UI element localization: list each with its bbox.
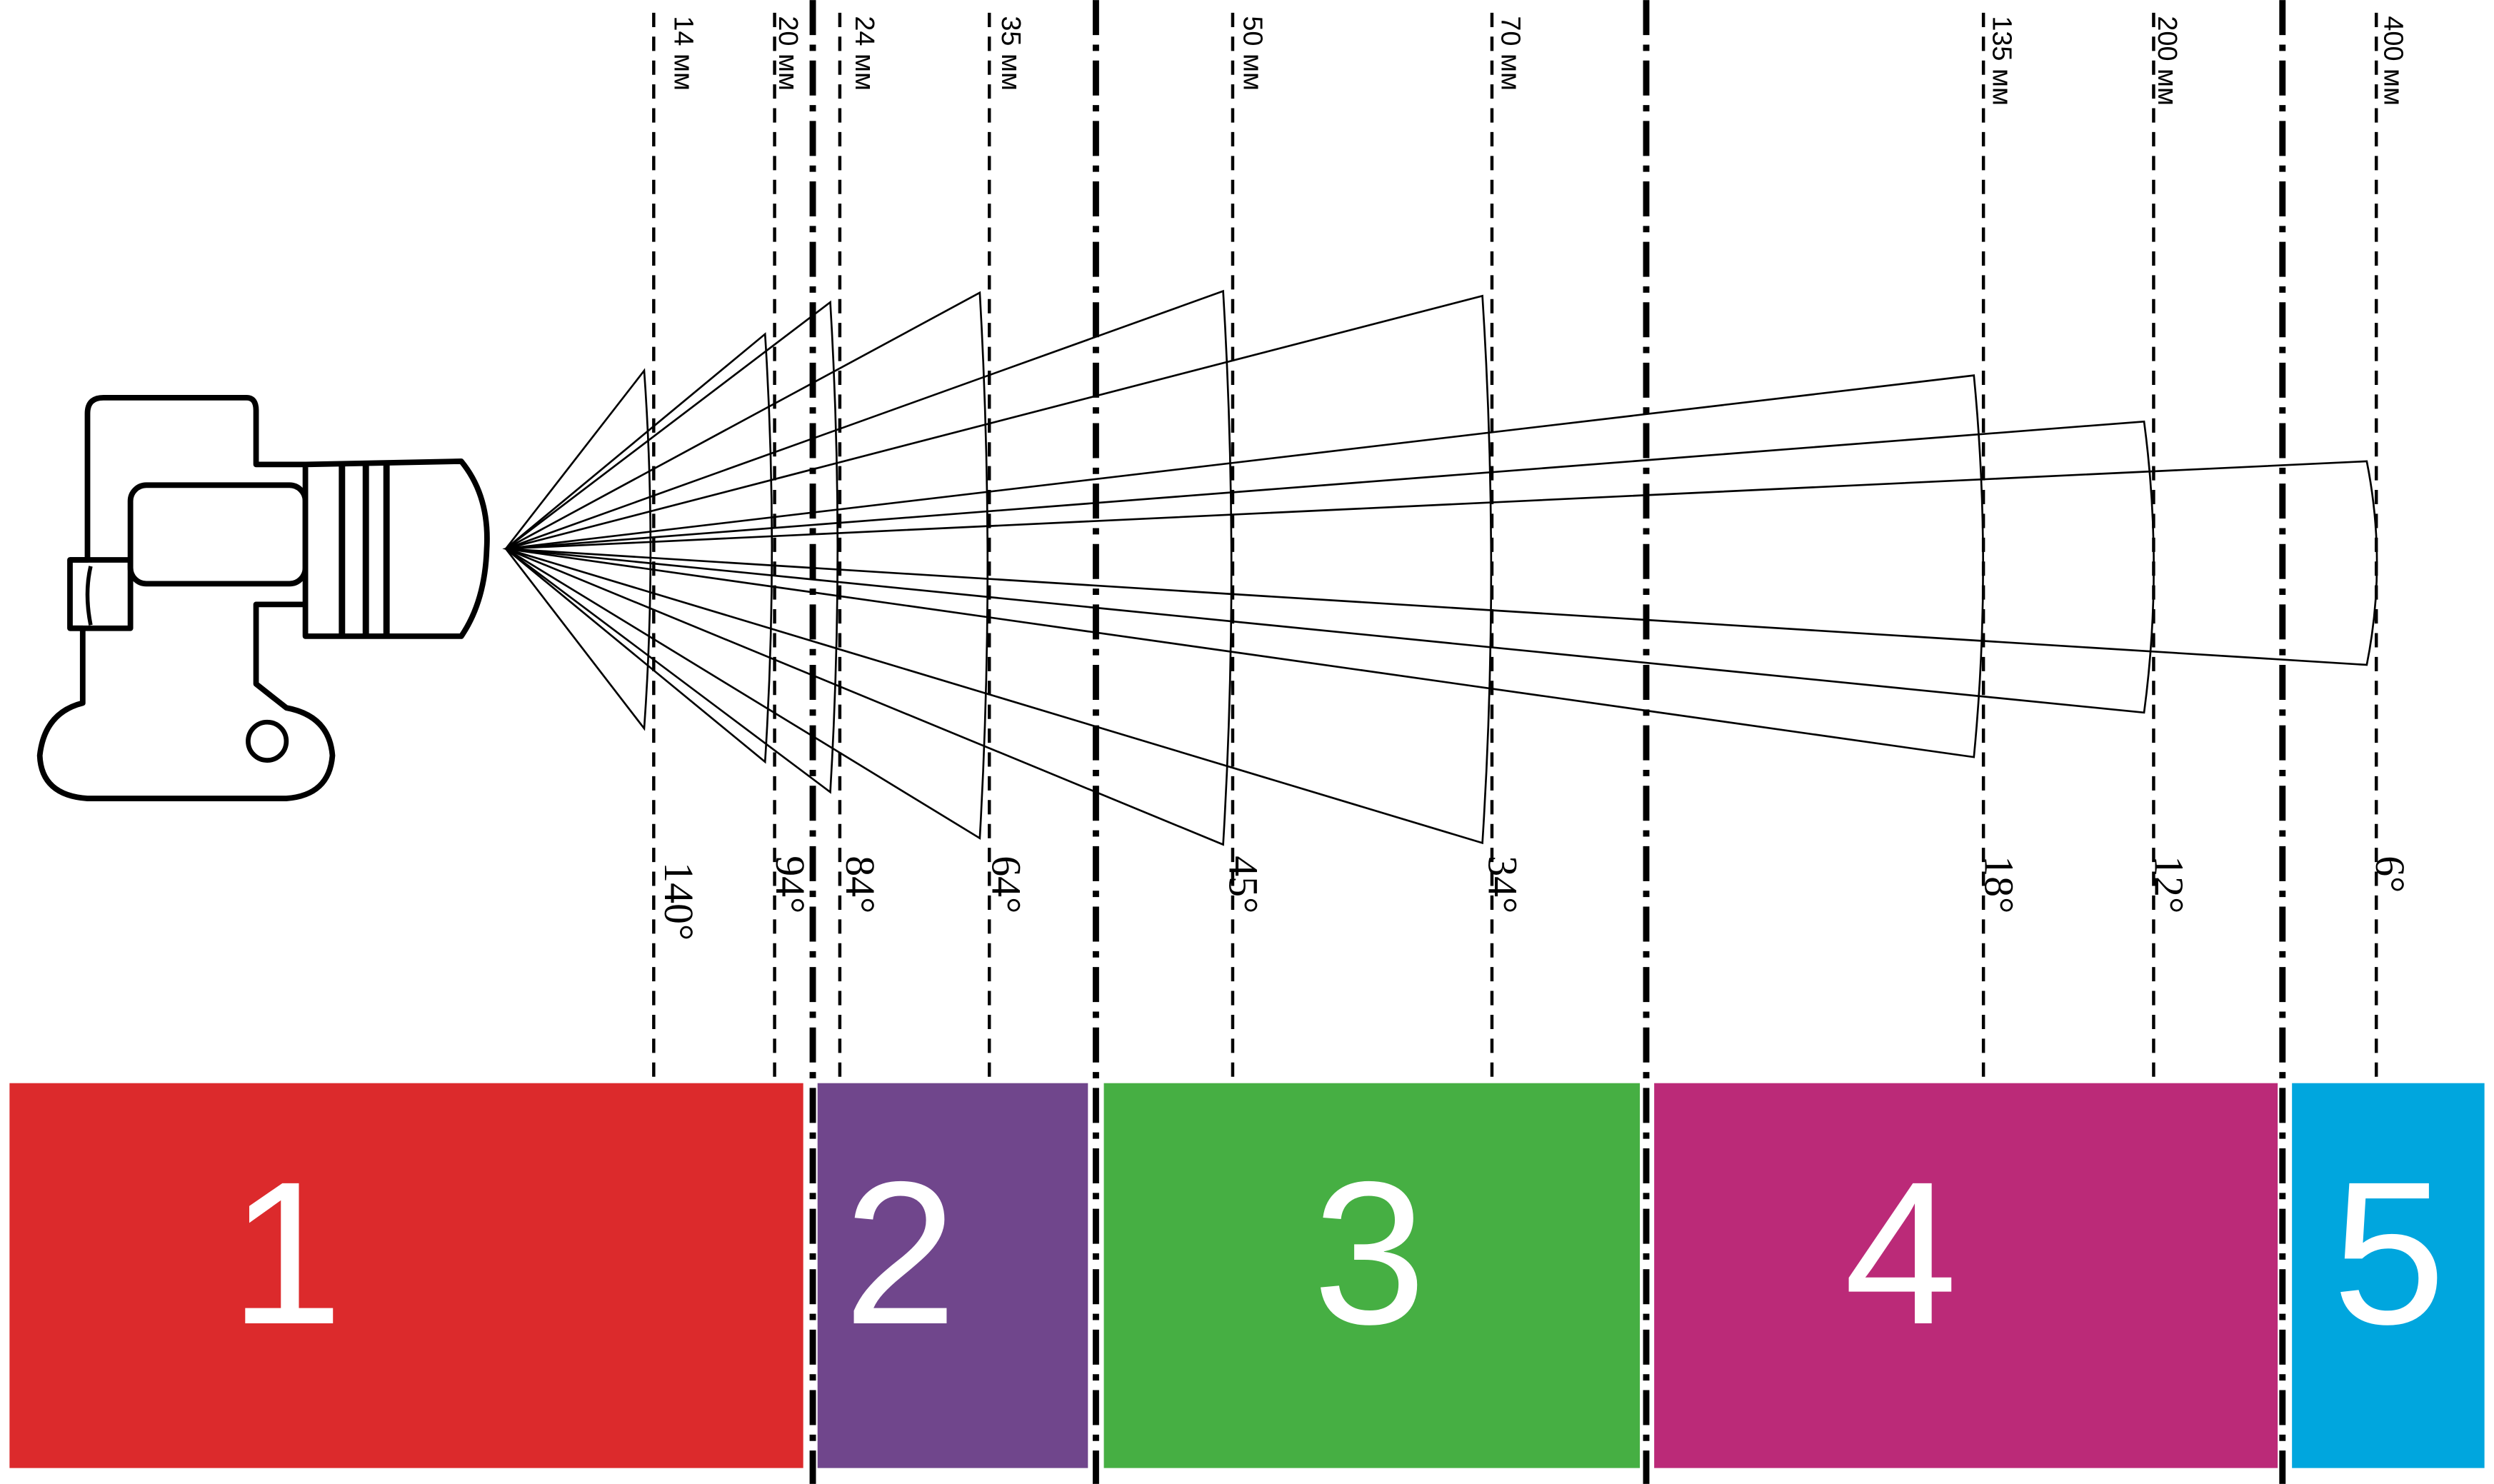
angle-label-8: 12° — [2146, 856, 2193, 913]
focal-lines — [652, 12, 2378, 1079]
focal-label-6: 70 мм — [1495, 16, 1525, 91]
focal-label-7: 135 мм — [1986, 16, 2016, 106]
angle-label-5: 45° — [1221, 856, 1267, 913]
camera-icon — [36, 394, 490, 801]
focal-label-9: 400 мм — [2378, 16, 2408, 106]
angle-label-2: 94° — [767, 856, 813, 913]
angle-label-9: 6° — [2367, 856, 2413, 893]
focal-label-3: 24 мм — [849, 16, 879, 91]
angle-label-6: 34° — [1480, 856, 1526, 913]
focal-label-1: 14 мм — [668, 16, 698, 91]
focal-label-2: 20 мм — [773, 16, 803, 91]
focal-label-8: 200 мм — [2152, 16, 2182, 106]
view-cone-6 — [502, 294, 1493, 845]
zone-3-label: 3 — [1313, 1140, 1426, 1367]
zone-2-label: 2 — [843, 1140, 957, 1367]
angle-label-1: 140° — [656, 862, 702, 941]
angle-label-7: 18° — [1975, 856, 2022, 913]
view-cones — [502, 289, 2378, 846]
angle-of-view-labels: 140° 94° 84° 64° 45° 34° 18° 12° 6° — [656, 856, 2413, 941]
zone-5-label: 5 — [2333, 1140, 2446, 1367]
zone-1-bar — [9, 1083, 803, 1468]
focal-label-5: 50 мм — [1238, 16, 1268, 91]
view-cone-4 — [504, 291, 989, 841]
view-cone-1 — [504, 368, 652, 731]
zone-bars: 1 2 3 4 5 — [9, 1083, 2485, 1468]
view-cone-8 — [506, 420, 2155, 714]
zone-4-label: 4 — [1844, 1140, 1958, 1367]
zone-4-bar — [1654, 1083, 2278, 1468]
angle-label-3: 84° — [837, 856, 883, 913]
view-cone-9 — [506, 460, 2378, 666]
zone-2-bar — [817, 1083, 1088, 1468]
zone-3-bar — [1103, 1083, 1641, 1468]
zone-1-label: 1 — [230, 1140, 344, 1367]
focal-label-4: 35 мм — [996, 16, 1026, 91]
view-cone-3 — [504, 300, 839, 794]
focal-length-labels: 14 мм 20 мм 24 мм 35 мм 50 мм 70 мм 135 мм 200 … — [668, 16, 2408, 106]
zone-separators — [809, 0, 2286, 1484]
view-cone-2 — [504, 332, 773, 764]
angle-label-4: 64° — [983, 856, 1030, 913]
zone-5-bar — [2292, 1083, 2485, 1468]
view-cone-5 — [503, 289, 1233, 846]
view-cone-7 — [506, 374, 1985, 758]
